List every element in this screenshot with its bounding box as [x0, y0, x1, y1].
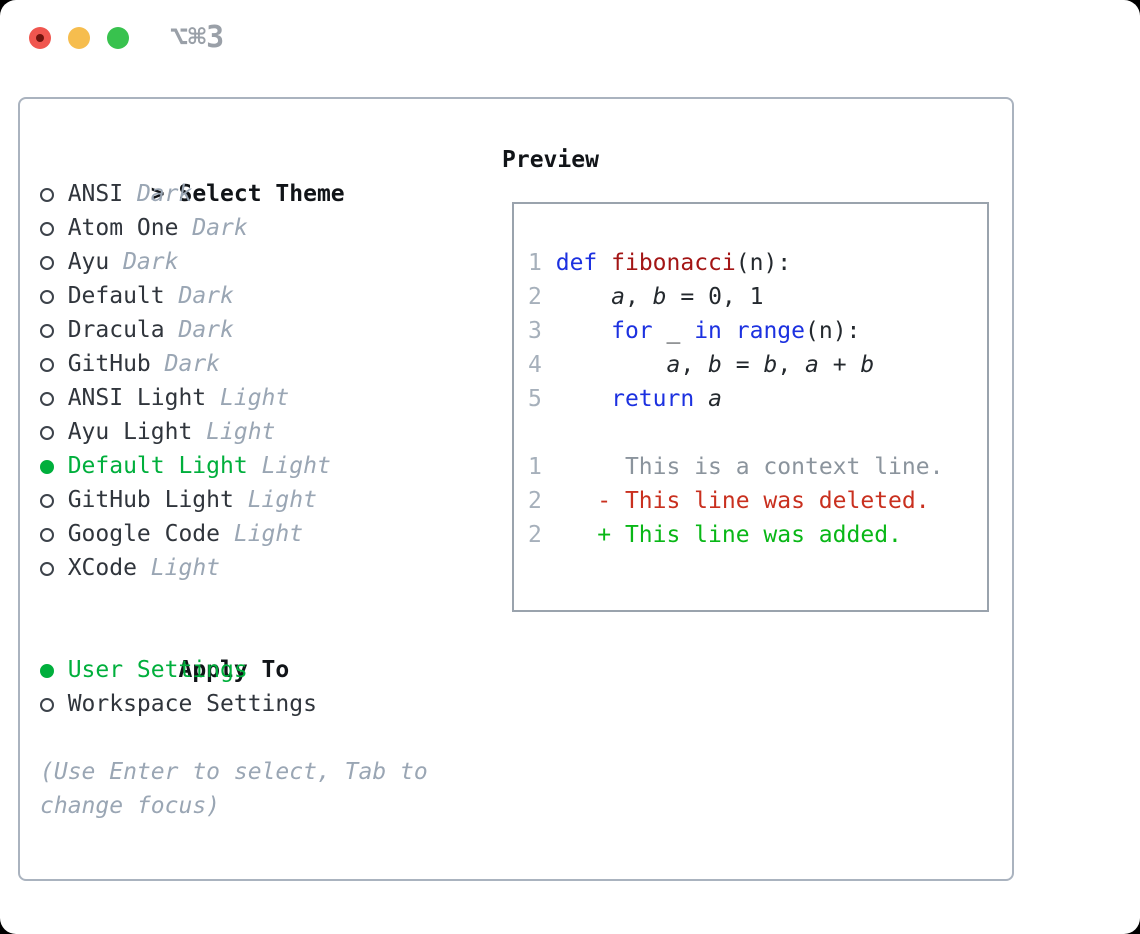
theme-option[interactable]: GitHub Dark: [40, 347, 428, 381]
spacer: [40, 721, 428, 755]
theme-option[interactable]: GitHub Light Light: [40, 483, 428, 517]
preview-code: 1 def fibonacci(n): 2 a, b = 0, 1 3 for _ …: [528, 246, 943, 552]
option-label: Google Code: [67, 521, 234, 547]
window-title-shortcut: ⌥⌘3: [170, 20, 225, 55]
option-variant-label: Dark: [192, 215, 248, 241]
apply-to-header: Apply To: [40, 619, 428, 683]
option-variant-label: Dark: [123, 249, 179, 275]
titlebar: ⌥⌘3: [29, 20, 225, 55]
theme-option[interactable]: Atom One Dark: [40, 211, 428, 245]
theme-option[interactable]: Default Light Light: [40, 449, 428, 483]
radio-icon: [40, 188, 54, 202]
option-label: Ayu Light: [67, 419, 207, 445]
code-line: 2 - This line was deleted.: [528, 488, 930, 514]
radio-icon: [40, 698, 54, 712]
apply-to-title: Apply To: [178, 657, 290, 683]
select-theme-title: Select Theme: [178, 181, 345, 207]
radio-icon: [40, 290, 54, 304]
theme-option[interactable]: Ayu Light Light: [40, 415, 428, 449]
option-variant-label: Light: [247, 487, 317, 513]
option-label: Default Light: [67, 453, 262, 479]
option-label: Workspace Settings: [67, 691, 317, 717]
close-dot-icon: [36, 34, 44, 42]
code-line: 2 + This line was added.: [528, 522, 902, 548]
radio-selected-icon: [40, 460, 54, 474]
radio-icon: [40, 392, 54, 406]
option-variant-label: Dark: [178, 317, 234, 343]
option-variant-label: Dark: [136, 181, 193, 207]
radio-icon: [40, 324, 54, 338]
option-variant-label: Light: [220, 385, 290, 411]
code-line: 1 This is a context line.: [528, 454, 944, 480]
radio-icon: [40, 562, 54, 576]
radio-icon: [40, 494, 54, 508]
theme-option[interactable]: Dracula Dark: [40, 313, 428, 347]
option-label: Atom One: [67, 215, 193, 241]
option-variant-label: Light: [150, 555, 221, 581]
theme-option[interactable]: Google Code Light: [40, 517, 428, 551]
radio-icon: [40, 222, 54, 236]
preview-title: Preview: [502, 147, 599, 173]
theme-option[interactable]: Ayu Dark: [40, 245, 428, 279]
code-line: 3 for _ in range(n):: [528, 318, 861, 344]
code-line: 1 def fibonacci(n):: [528, 250, 792, 276]
option-label: User Settings: [67, 657, 248, 683]
minimize-button[interactable]: [68, 27, 90, 49]
option-variant-label: Dark: [164, 351, 221, 377]
spacer: [40, 585, 428, 619]
radio-icon: [40, 256, 54, 270]
zoom-button[interactable]: [107, 27, 129, 49]
select-theme-header: > Select Theme: [40, 143, 428, 207]
option-label: Dracula: [67, 317, 179, 343]
radio-icon: [40, 358, 54, 372]
hint-line-2: change focus): [40, 793, 221, 819]
hint-text: (Use Enter to select, Tab to change focu…: [40, 755, 428, 823]
code-line: 5 return a: [528, 386, 722, 412]
option-label: GitHub: [67, 351, 165, 377]
option-label: GitHub Light: [67, 487, 248, 513]
option-variant-label: Light: [261, 453, 331, 479]
apply-to-option[interactable]: User Settings: [40, 653, 428, 687]
theme-option[interactable]: ANSI Dark: [40, 177, 428, 211]
apply-to-option[interactable]: Workspace Settings: [40, 687, 428, 721]
radio-selected-icon: [40, 664, 54, 678]
code-line: [528, 416, 943, 450]
option-label: XCode: [67, 555, 151, 581]
code-line: 2 a, b = 0, 1: [528, 284, 764, 310]
close-button[interactable]: [29, 27, 51, 49]
code-line: 4 a, b = b, a + b: [528, 352, 875, 378]
theme-option[interactable]: Default Dark: [40, 279, 428, 313]
preview-pane: 1 def fibonacci(n): 2 a, b = 0, 1 3 for _ …: [512, 202, 989, 612]
hint-line-1: (Use Enter to select, Tab to: [40, 759, 428, 785]
radio-icon: [40, 426, 54, 440]
option-label: ANSI: [67, 181, 137, 207]
option-label: ANSI Light: [67, 385, 221, 411]
radio-icon: [40, 528, 54, 542]
option-variant-label: Light: [233, 521, 304, 547]
theme-option[interactable]: XCode Light: [40, 551, 428, 585]
prompt-icon: >: [150, 181, 165, 207]
theme-option[interactable]: ANSI Light Light: [40, 381, 428, 415]
option-variant-label: Light: [206, 419, 276, 445]
option-label: Default: [67, 283, 179, 309]
option-variant-label: Dark: [178, 283, 234, 309]
option-label: Ayu: [67, 249, 124, 275]
